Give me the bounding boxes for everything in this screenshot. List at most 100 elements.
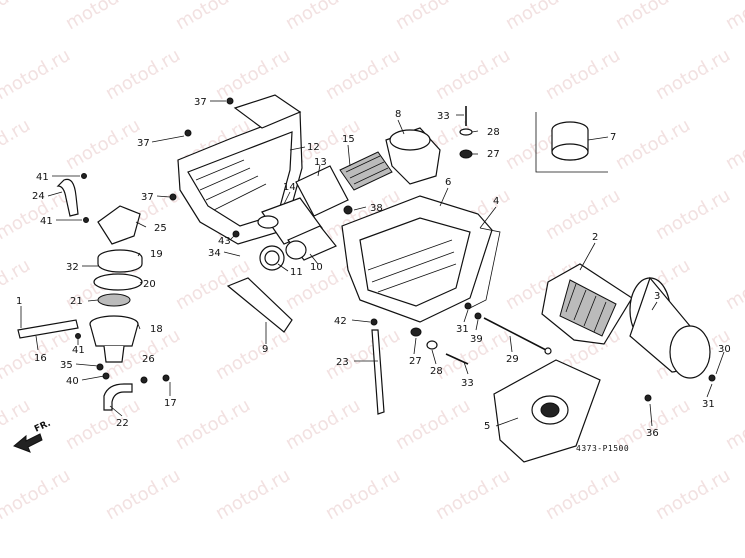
callout-6: 6 — [445, 177, 451, 188]
watermark-text: motod.ru — [612, 0, 694, 34]
part-filter-small — [339, 151, 393, 191]
front-arrow-icon — [13, 433, 43, 453]
part-clamp — [259, 245, 285, 271]
watermark-text: motod.ru — [172, 395, 254, 454]
callout-42: 42 — [334, 316, 347, 327]
part-foam-element — [629, 276, 711, 379]
front-direction-label: FR. — [33, 419, 52, 435]
callout-35: 35 — [60, 360, 73, 371]
watermark-text: motod.ru — [392, 0, 474, 34]
callout-32: 32 — [66, 262, 79, 273]
callout-10: 10 — [310, 262, 323, 273]
watermark-text: motod.ru — [62, 115, 144, 174]
watermark-text: motod.ru — [652, 465, 734, 524]
watermark-text: motod.ru — [212, 465, 294, 524]
callout-20: 20 — [143, 279, 156, 290]
watermark-text: motod.ru — [432, 465, 514, 524]
callout-2: 2 — [592, 232, 598, 243]
callout-17: 17 — [164, 398, 177, 409]
callout-labels: 1 2 3 4 5 6 7 8 9 10 11 12 13 14 15 16 1… — [16, 97, 731, 439]
watermark-text: motod.ru — [62, 0, 144, 34]
watermark-text: motod.ru — [172, 0, 254, 34]
callout-40: 40 — [66, 376, 79, 387]
callout-37-middle: 37 — [137, 138, 150, 149]
watermark-text: motod.ru — [102, 465, 184, 524]
watermark-text: motod.ru — [0, 45, 74, 104]
callout-30: 30 — [718, 344, 731, 355]
watermark-text: motod.ru — [322, 465, 404, 524]
callout-15: 15 — [342, 134, 355, 145]
watermark-text: motod.ru — [722, 115, 745, 174]
watermark-text: motod.ru — [502, 0, 584, 34]
part-valve-body-18 — [89, 315, 139, 363]
watermark-text: motod.ru — [62, 395, 144, 454]
diagram-code: 4373-P1500 — [576, 444, 629, 453]
watermark-text: motod.ru — [212, 45, 294, 104]
callout-43: 43 — [218, 236, 231, 247]
callout-12: 12 — [307, 142, 320, 153]
part-connector-boot — [535, 112, 608, 173]
fasteners — [75, 97, 716, 402]
watermark-text: motod.ru — [322, 325, 404, 384]
callout-22: 22 — [116, 418, 129, 429]
part-housing-19 — [97, 249, 143, 273]
callout-41-middle: 41 — [40, 216, 53, 227]
callout-23: 23 — [336, 357, 349, 368]
part-plate — [226, 277, 293, 333]
callout-27-lower: 27 — [409, 356, 422, 367]
callout-31-right: 31 — [702, 399, 715, 410]
watermark-text: motod.ru — [0, 465, 74, 524]
callout-1: 1 — [16, 296, 22, 307]
watermark-text: motod.ru — [612, 115, 694, 174]
part-hose-24 — [56, 178, 79, 217]
callout-5: 5 — [484, 421, 490, 432]
callout-3: 3 — [654, 291, 660, 302]
callout-19: 19 — [150, 249, 163, 260]
callout-24: 24 — [32, 191, 45, 202]
watermark-text: motod.ru — [542, 185, 624, 244]
watermark-text: motod.ru — [652, 45, 734, 104]
part-spring-21 — [97, 293, 131, 307]
callout-29: 29 — [506, 354, 519, 365]
callout-41-top: 41 — [36, 172, 49, 183]
callout-36: 36 — [646, 428, 659, 439]
leader-lines — [20, 100, 725, 427]
watermark-text: motod.ru — [542, 45, 624, 104]
callout-31-center: 31 — [456, 324, 469, 335]
front-direction-indicator: FR. — [13, 419, 52, 453]
watermark-text: motod.ru — [432, 45, 514, 104]
callout-4: 4 — [493, 196, 499, 207]
callout-41-lower: 41 — [72, 345, 85, 356]
watermark-text: motod.ru — [722, 255, 745, 314]
callout-21: 21 — [70, 296, 83, 307]
callout-16: 16 — [34, 353, 47, 364]
part-diaphragm-20 — [93, 273, 143, 291]
watermark-text: motod.ru — [722, 395, 745, 454]
callout-7: 7 — [610, 132, 616, 143]
callout-33-upper: 33 — [437, 111, 450, 122]
part-pipe-16 — [17, 319, 79, 339]
callout-18: 18 — [150, 324, 163, 335]
part-long-bolt — [483, 317, 552, 355]
callout-26: 26 — [142, 354, 155, 365]
watermark-text: motod.ru — [212, 325, 294, 384]
watermark-text: motod.ru — [722, 0, 745, 34]
watermark-text: motod.ru — [322, 45, 404, 104]
part-elbow-22 — [103, 383, 133, 411]
callout-9: 9 — [262, 344, 268, 355]
callout-27-upper: 27 — [487, 149, 500, 160]
watermark-text: motod.ru — [102, 45, 184, 104]
part-filter-element — [541, 263, 633, 345]
part-cover-plate — [493, 359, 601, 463]
part-rubber-boot — [385, 127, 441, 185]
watermark-text: motod.ru — [392, 395, 474, 454]
watermark-text: motod.ru — [282, 395, 364, 454]
callout-13: 13 — [314, 157, 327, 168]
callout-33-lower: 33 — [461, 378, 474, 389]
watermark-text: motod.ru — [282, 0, 364, 34]
watermark-text: motod.ru — [0, 115, 34, 174]
callout-11: 11 — [290, 267, 303, 278]
callout-14: 14 — [283, 182, 296, 193]
